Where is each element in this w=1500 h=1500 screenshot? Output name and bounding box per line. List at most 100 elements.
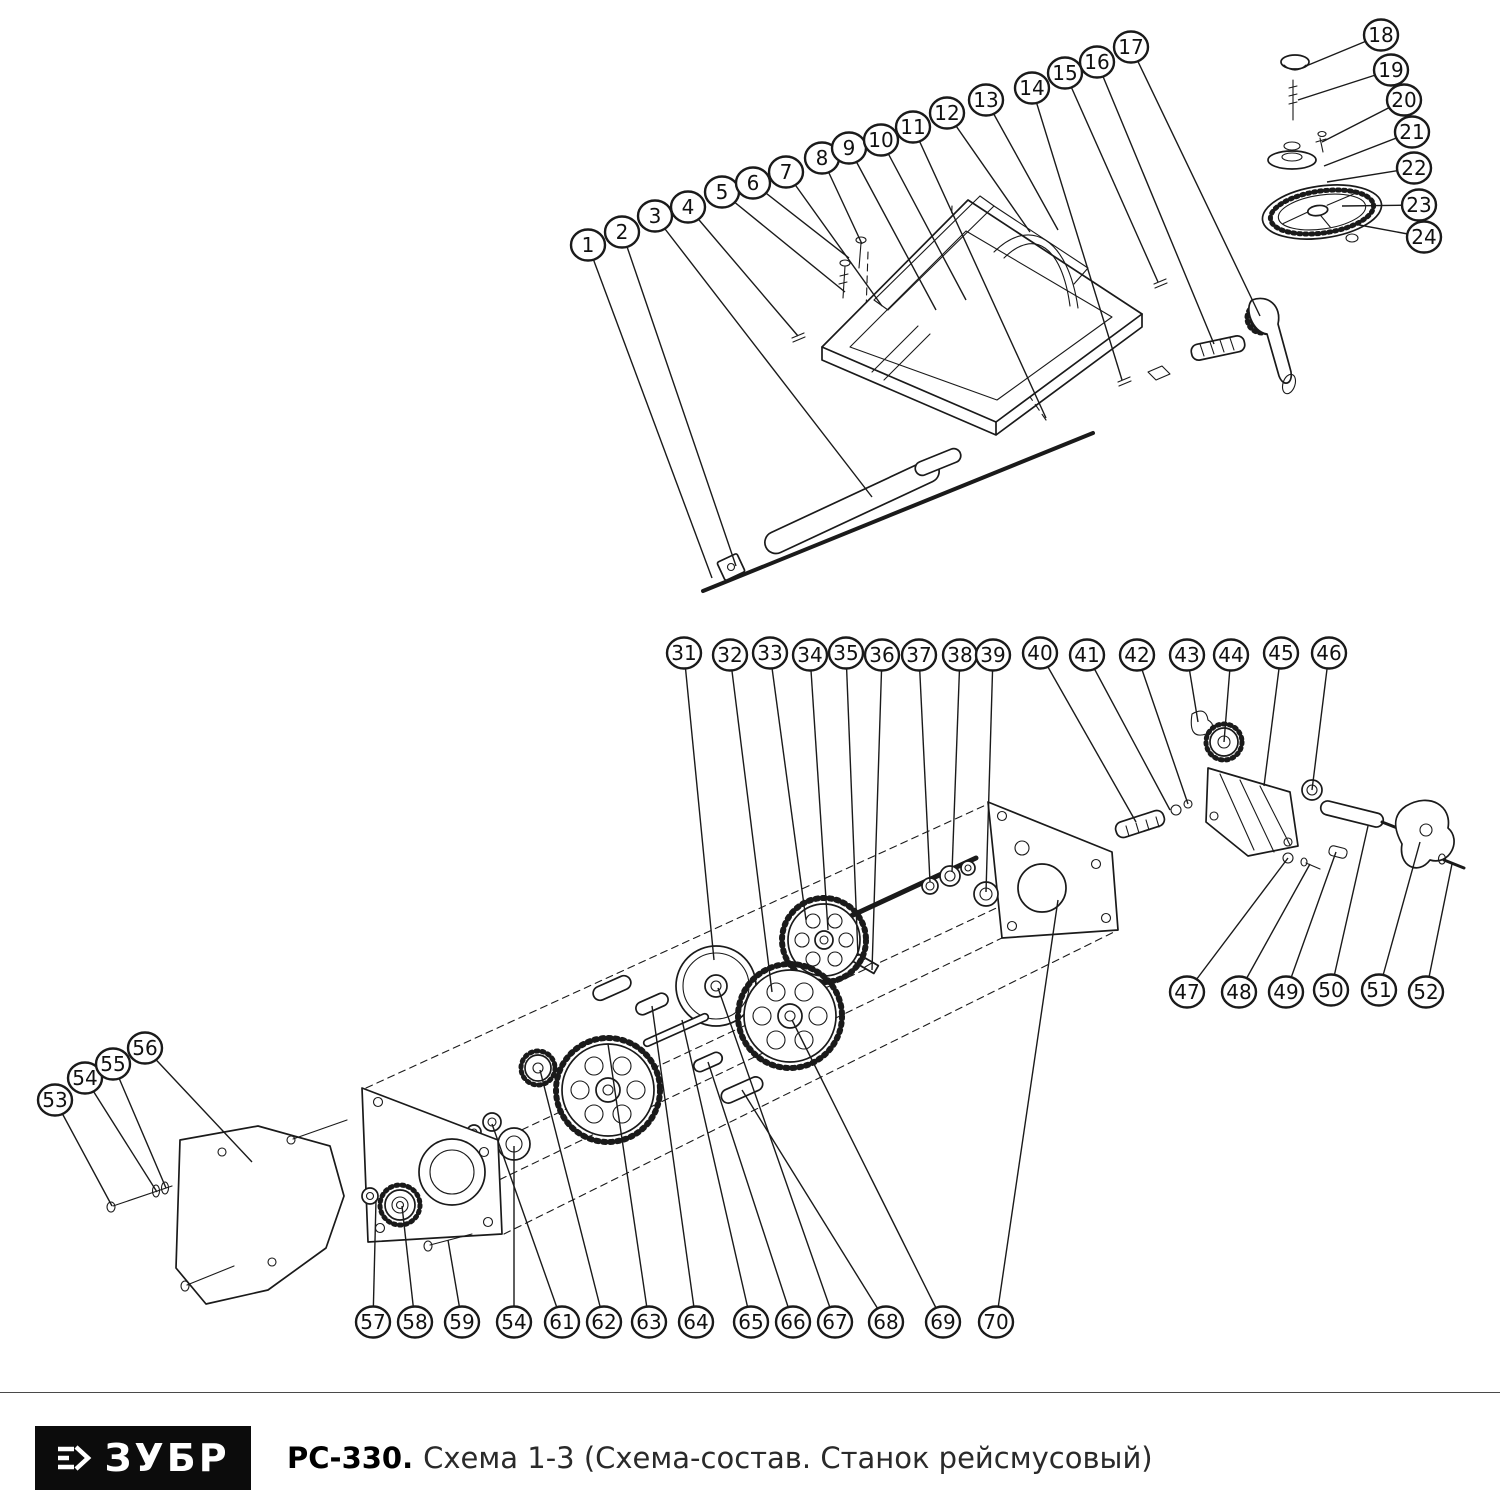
callout-number: 17 xyxy=(1118,35,1143,59)
callout-circle xyxy=(630,1305,668,1339)
callout-number: 12 xyxy=(934,101,959,125)
callout-number: 66 xyxy=(780,1310,805,1334)
gear-c-drawing xyxy=(779,895,869,985)
callout-number: 41 xyxy=(1074,643,1099,667)
callout-circle xyxy=(1360,973,1398,1007)
callout-16: 16 xyxy=(1078,45,1215,345)
callout-number: 10 xyxy=(868,128,893,152)
callout-23: 23 xyxy=(1341,188,1438,222)
leader-line xyxy=(491,1123,563,1323)
callout-68: 68 xyxy=(741,1089,905,1339)
callout-circle xyxy=(1393,115,1431,149)
callout-45: 45 xyxy=(1262,636,1300,787)
leader-line xyxy=(717,987,836,1323)
callout-1: 1 xyxy=(569,228,713,579)
leader-line xyxy=(951,654,961,873)
leader-line xyxy=(84,1077,158,1193)
callout-7: 7 xyxy=(767,155,883,307)
callout-number: 38 xyxy=(947,643,972,667)
brand-name: ЗУБР xyxy=(104,1436,230,1480)
leader-line xyxy=(539,1069,605,1323)
callout-circle xyxy=(1262,636,1300,670)
callout-number: 49 xyxy=(1273,980,1298,1004)
callout-number: 45 xyxy=(1268,641,1293,665)
leader-line xyxy=(1425,863,1453,993)
callout-circle xyxy=(862,123,900,157)
callout-18: 18 xyxy=(1305,18,1400,67)
leader-line xyxy=(785,171,883,307)
leader-line xyxy=(1064,72,1159,283)
callout-circle xyxy=(732,1305,770,1339)
callout-number: 24 xyxy=(1411,225,1436,249)
callout-circle xyxy=(867,1305,905,1339)
callout-circle xyxy=(1013,71,1051,105)
callout-circle xyxy=(974,638,1012,672)
callout-number: 62 xyxy=(591,1310,616,1334)
callout-number: 52 xyxy=(1413,980,1438,1004)
callout-number: 13 xyxy=(973,88,998,112)
callout-2: 2 xyxy=(603,215,737,567)
callout-circle xyxy=(827,636,865,670)
callout-47: 47 xyxy=(1168,857,1289,1009)
callout-number: 11 xyxy=(900,115,925,139)
callout-circle xyxy=(1212,638,1250,672)
leader-line xyxy=(1263,652,1282,787)
leader-line xyxy=(729,654,773,993)
footer-divider xyxy=(0,1392,1500,1393)
callout-circle xyxy=(767,155,805,189)
callout-43: 43 xyxy=(1168,638,1206,723)
leader-line xyxy=(1330,825,1369,991)
callout-circle xyxy=(924,1305,962,1339)
callout-number: 22 xyxy=(1401,156,1426,180)
leader-line xyxy=(144,1047,253,1163)
callout-number: 57 xyxy=(360,1310,385,1334)
callout-46: 46 xyxy=(1310,636,1348,791)
leader-line xyxy=(1238,863,1311,993)
callout-circle xyxy=(1400,188,1438,222)
callout-circle xyxy=(36,1083,74,1117)
callout-65: 65 xyxy=(681,1019,770,1339)
leader-line xyxy=(54,1099,113,1207)
leader-line xyxy=(587,244,713,579)
zubr-logo: ЗУБР xyxy=(35,1426,251,1490)
leader-line xyxy=(621,231,737,567)
callout-number: 4 xyxy=(682,195,695,219)
callout-33: 33 xyxy=(751,636,807,921)
callout-12: 12 xyxy=(928,96,1031,233)
callout-4: 4 xyxy=(669,190,799,337)
callout-20: 20 xyxy=(1321,83,1423,143)
leader-line xyxy=(112,1063,167,1189)
callout-64: 64 xyxy=(651,1005,715,1339)
table-frame-assembly-drawing xyxy=(701,195,1297,593)
callout-number: 61 xyxy=(549,1310,574,1334)
callout-circle xyxy=(816,1305,854,1339)
leader-line xyxy=(1311,652,1330,791)
callout-circle xyxy=(1312,973,1350,1007)
callout-circle xyxy=(1078,45,1116,79)
callout-number: 56 xyxy=(132,1036,157,1060)
leader-line xyxy=(1378,841,1421,991)
gear-assembly-drawing xyxy=(106,710,1466,1305)
callout-circle xyxy=(1068,638,1106,672)
callout-49: 49 xyxy=(1267,851,1337,1009)
callout-13: 13 xyxy=(967,83,1059,231)
callout-63: 63 xyxy=(607,1043,668,1339)
callout-circle xyxy=(94,1047,132,1081)
leader-line xyxy=(848,147,937,311)
callout-circle xyxy=(665,636,703,670)
callout-number: 15 xyxy=(1052,61,1077,85)
callout-circle xyxy=(791,638,829,672)
model-number: РС-330. xyxy=(287,1441,414,1475)
callout-circle xyxy=(863,638,901,672)
callout-14: 14 xyxy=(1013,71,1123,381)
callout-circle xyxy=(1118,638,1156,672)
leader-line xyxy=(1039,652,1137,823)
callout-number: 40 xyxy=(1027,641,1052,665)
